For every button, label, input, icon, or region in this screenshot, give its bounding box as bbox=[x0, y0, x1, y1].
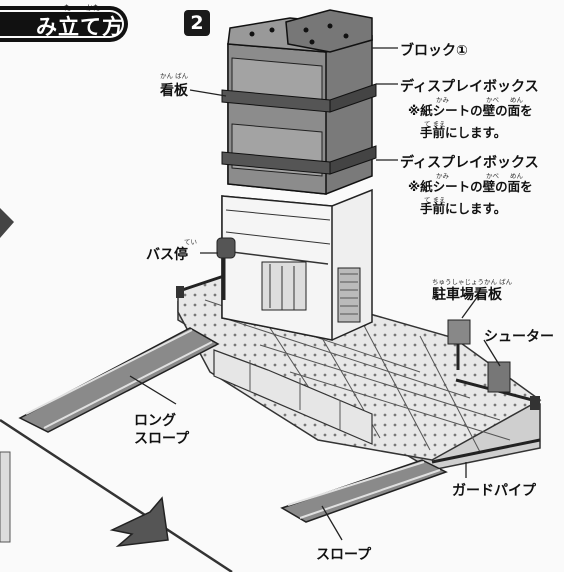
label-slope: スロープ bbox=[316, 547, 372, 563]
note-1-line1: ※紙シートの壁の面を bbox=[408, 103, 533, 118]
label-long-slope-line1: ロング bbox=[134, 413, 176, 429]
note-1-line2: 手前にします。 bbox=[420, 125, 507, 140]
shooter-shape bbox=[487, 361, 511, 393]
shop-window bbox=[261, 261, 307, 311]
parking-sign-shape bbox=[447, 319, 471, 345]
heading-ruby-ta: た bbox=[64, 4, 71, 12]
ramp-panels bbox=[213, 349, 373, 445]
label-signboard: 看板 bbox=[160, 83, 188, 99]
step-number-badge: 2 bbox=[184, 10, 210, 36]
furi-tei: てい bbox=[184, 238, 197, 246]
leader-lines bbox=[129, 47, 501, 541]
furi-men-1: めん bbox=[510, 96, 523, 104]
down-left-arrow bbox=[109, 496, 169, 548]
note-2-line1: ※紙シートの壁の面を bbox=[408, 179, 533, 194]
label-guard-pipe: ガードパイプ bbox=[452, 483, 536, 499]
furi-temae-1: て まえ bbox=[424, 120, 446, 128]
furi-kami-2: かみ bbox=[436, 172, 449, 180]
furi-temae-2: て まえ bbox=[424, 196, 446, 204]
long-slope-shape bbox=[18, 327, 220, 433]
furi-kanban: かん ばん bbox=[160, 72, 189, 80]
slope-shape bbox=[280, 459, 448, 523]
label-display-box-2: ディスプレイボックス bbox=[400, 155, 539, 171]
label-block: ブロック① bbox=[400, 43, 468, 59]
furi-kabe-1: かべ bbox=[486, 96, 499, 104]
furi-kami-1: かみ bbox=[436, 96, 449, 104]
label-parking-sign: 駐車場看板 bbox=[432, 287, 502, 303]
bus-stop-sign bbox=[216, 237, 236, 259]
left-edge-fragment bbox=[0, 451, 11, 543]
heading-banner bbox=[0, 6, 128, 42]
furi-chusha: ちゅうしゃじょうかん ばん bbox=[432, 278, 513, 286]
heading-ruby-kata: かた bbox=[86, 4, 100, 12]
heading-title: み立て方 bbox=[36, 15, 124, 39]
furi-men-2: めん bbox=[510, 172, 523, 180]
left-arrow-shape bbox=[0, 208, 14, 238]
furi-kabe-2: かべ bbox=[486, 172, 499, 180]
note-2-line2: 手前にします。 bbox=[420, 201, 507, 216]
label-shooter: シューター bbox=[484, 329, 554, 345]
label-bus-stop: バス停 bbox=[146, 247, 188, 263]
diagonal-line bbox=[0, 418, 233, 572]
label-display-box-1: ディスプレイボックス bbox=[400, 79, 539, 95]
label-long-slope-line2: スロープ bbox=[134, 431, 190, 447]
